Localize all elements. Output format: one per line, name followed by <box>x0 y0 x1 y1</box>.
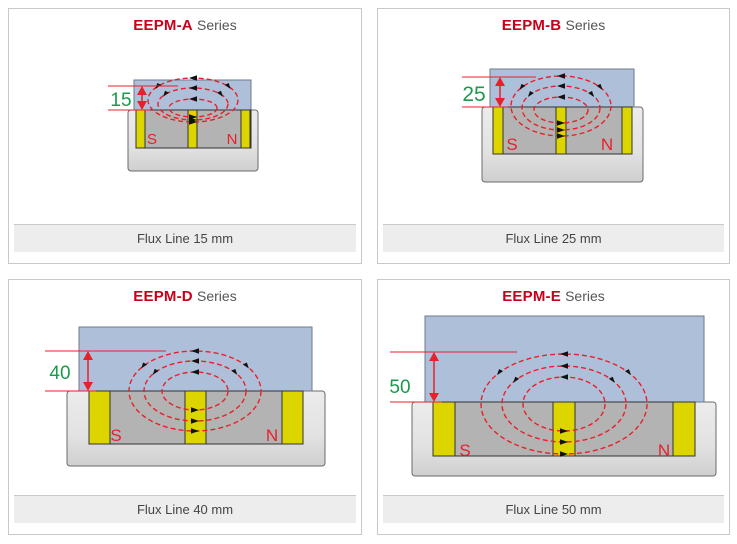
pole-piece-right <box>621 106 633 155</box>
south-pole-label: S <box>147 131 157 148</box>
dimension-arrow-up-icon <box>137 86 147 95</box>
flux-line-caption: Flux Line 15 mm <box>14 224 356 252</box>
card-title: EEPM-D Series <box>9 287 361 306</box>
flux-arrow-icon <box>189 75 197 81</box>
pole-piece-right <box>240 109 251 149</box>
flux-arrow-icon <box>560 363 568 369</box>
flux-arrow-icon <box>191 358 199 364</box>
pole-piece-left <box>135 109 146 149</box>
south-pole-label: S <box>110 426 121 445</box>
flux-arrow-icon <box>163 90 170 97</box>
dimension-arrow-down-icon <box>495 98 505 107</box>
dimension-arrow-down-icon <box>83 382 93 391</box>
flux-arrow-icon <box>624 369 631 376</box>
magnet-diagram-eepm-a: 15S N <box>108 75 259 172</box>
pole-piece-right <box>672 401 696 457</box>
series-label: Series <box>565 288 605 304</box>
flux-arrow-icon <box>191 428 199 434</box>
flux-arrow-icon <box>519 83 526 90</box>
dimension-arrow-down-icon <box>137 101 147 110</box>
flux-arrow-icon <box>231 368 238 375</box>
flux-arrow-icon <box>242 362 249 369</box>
pole-piece-center <box>552 401 576 457</box>
flux-arrow-icon <box>560 428 568 434</box>
dimension-arrow-up-icon <box>83 351 93 360</box>
north-pole-label: N <box>658 441 670 460</box>
south-pole-label: S <box>459 441 470 460</box>
south-pole-label: S <box>506 135 517 154</box>
pole-piece-left <box>492 106 504 155</box>
dimension-arrow-up-icon <box>429 352 439 361</box>
north-pole-label: N <box>601 135 613 154</box>
flux-arrow-icon <box>557 83 565 89</box>
flux-arrow-icon <box>557 73 565 79</box>
flux-arrow-icon <box>191 418 199 424</box>
flux-line-caption: Flux Line 50 mm <box>383 495 724 523</box>
flux-arrow-icon <box>152 368 159 375</box>
pole-piece-center <box>187 109 198 149</box>
flux-arrow-icon <box>224 82 231 89</box>
flux-arrow-icon <box>189 96 197 102</box>
flux-line <box>501 365 627 443</box>
dimension-arrow-down-icon <box>429 393 439 402</box>
flux-arrow-icon <box>560 439 568 445</box>
flux-arrow-icon <box>189 114 197 120</box>
flux-arrow-icon <box>527 90 534 97</box>
product-card-eepm-b: EEPM-B Series Flux Line 25 mm <box>377 8 730 264</box>
flux-arrow-icon <box>560 351 568 357</box>
flux-arrow-icon <box>191 407 199 413</box>
flux-arrow-icon <box>216 90 223 97</box>
magnet-diagram-eepm-b: 25S N <box>462 68 644 183</box>
model-name: EEPM-B <box>501 17 562 34</box>
card-title: EEPM-E Series <box>378 287 729 306</box>
product-card-eepm-a: EEPM-A Series Flux Line 15 mm <box>8 8 362 264</box>
flux-line-caption: Flux Line 40 mm <box>14 495 356 523</box>
flux-depth-label: 25 <box>462 83 485 106</box>
series-label: Series <box>197 17 237 33</box>
flux-line-caption: Flux Line 25 mm <box>383 224 724 252</box>
flux-arrow-icon <box>557 133 565 139</box>
north-pole-label: N <box>227 131 238 148</box>
flux-arrow-icon <box>513 376 520 383</box>
flux-arrow-icon <box>608 376 615 383</box>
flux-arrow-icon <box>588 90 595 97</box>
flux-depth-label: 15 <box>110 90 131 111</box>
flux-arrow-icon <box>596 83 603 90</box>
north-pole-label: N <box>266 426 278 445</box>
flux-arrow-icon <box>189 85 197 91</box>
flux-arrow-icon <box>557 94 565 100</box>
flux-arrow-icon <box>560 451 568 457</box>
model-name: EEPM-E <box>502 288 561 305</box>
pole-piece-right <box>281 390 304 445</box>
flux-arrow-icon <box>557 127 565 133</box>
card-title: EEPM-B Series <box>378 16 729 35</box>
flux-arrow-icon <box>191 348 199 354</box>
workpiece-plate <box>78 326 313 392</box>
flux-arrow-icon <box>191 369 199 375</box>
pole-piece-left <box>432 401 456 457</box>
model-name: EEPM-D <box>133 288 193 305</box>
flux-depth-label: 40 <box>49 363 70 384</box>
workpiece-plate <box>424 315 705 403</box>
flux-arrow-icon <box>497 369 504 376</box>
model-name: EEPM-A <box>133 17 193 34</box>
workpiece-plate <box>133 79 252 111</box>
flux-arrow-icon <box>560 374 568 380</box>
flux-depth-label: 50 <box>389 377 410 398</box>
dimension-arrow-up-icon <box>495 77 505 86</box>
pole-piece-center <box>184 390 207 445</box>
flux-arrow-icon <box>557 120 565 126</box>
series-label: Series <box>565 17 606 33</box>
flux-arrow-icon <box>141 362 148 369</box>
pole-piece-left <box>88 390 111 445</box>
magnet-diagram-eepm-d: 40S N <box>45 326 326 467</box>
flux-line <box>510 75 612 137</box>
card-title: EEPM-A Series <box>9 16 361 35</box>
magnet-diagram-eepm-e: 50S N <box>389 315 717 477</box>
series-label: Series <box>197 288 237 304</box>
